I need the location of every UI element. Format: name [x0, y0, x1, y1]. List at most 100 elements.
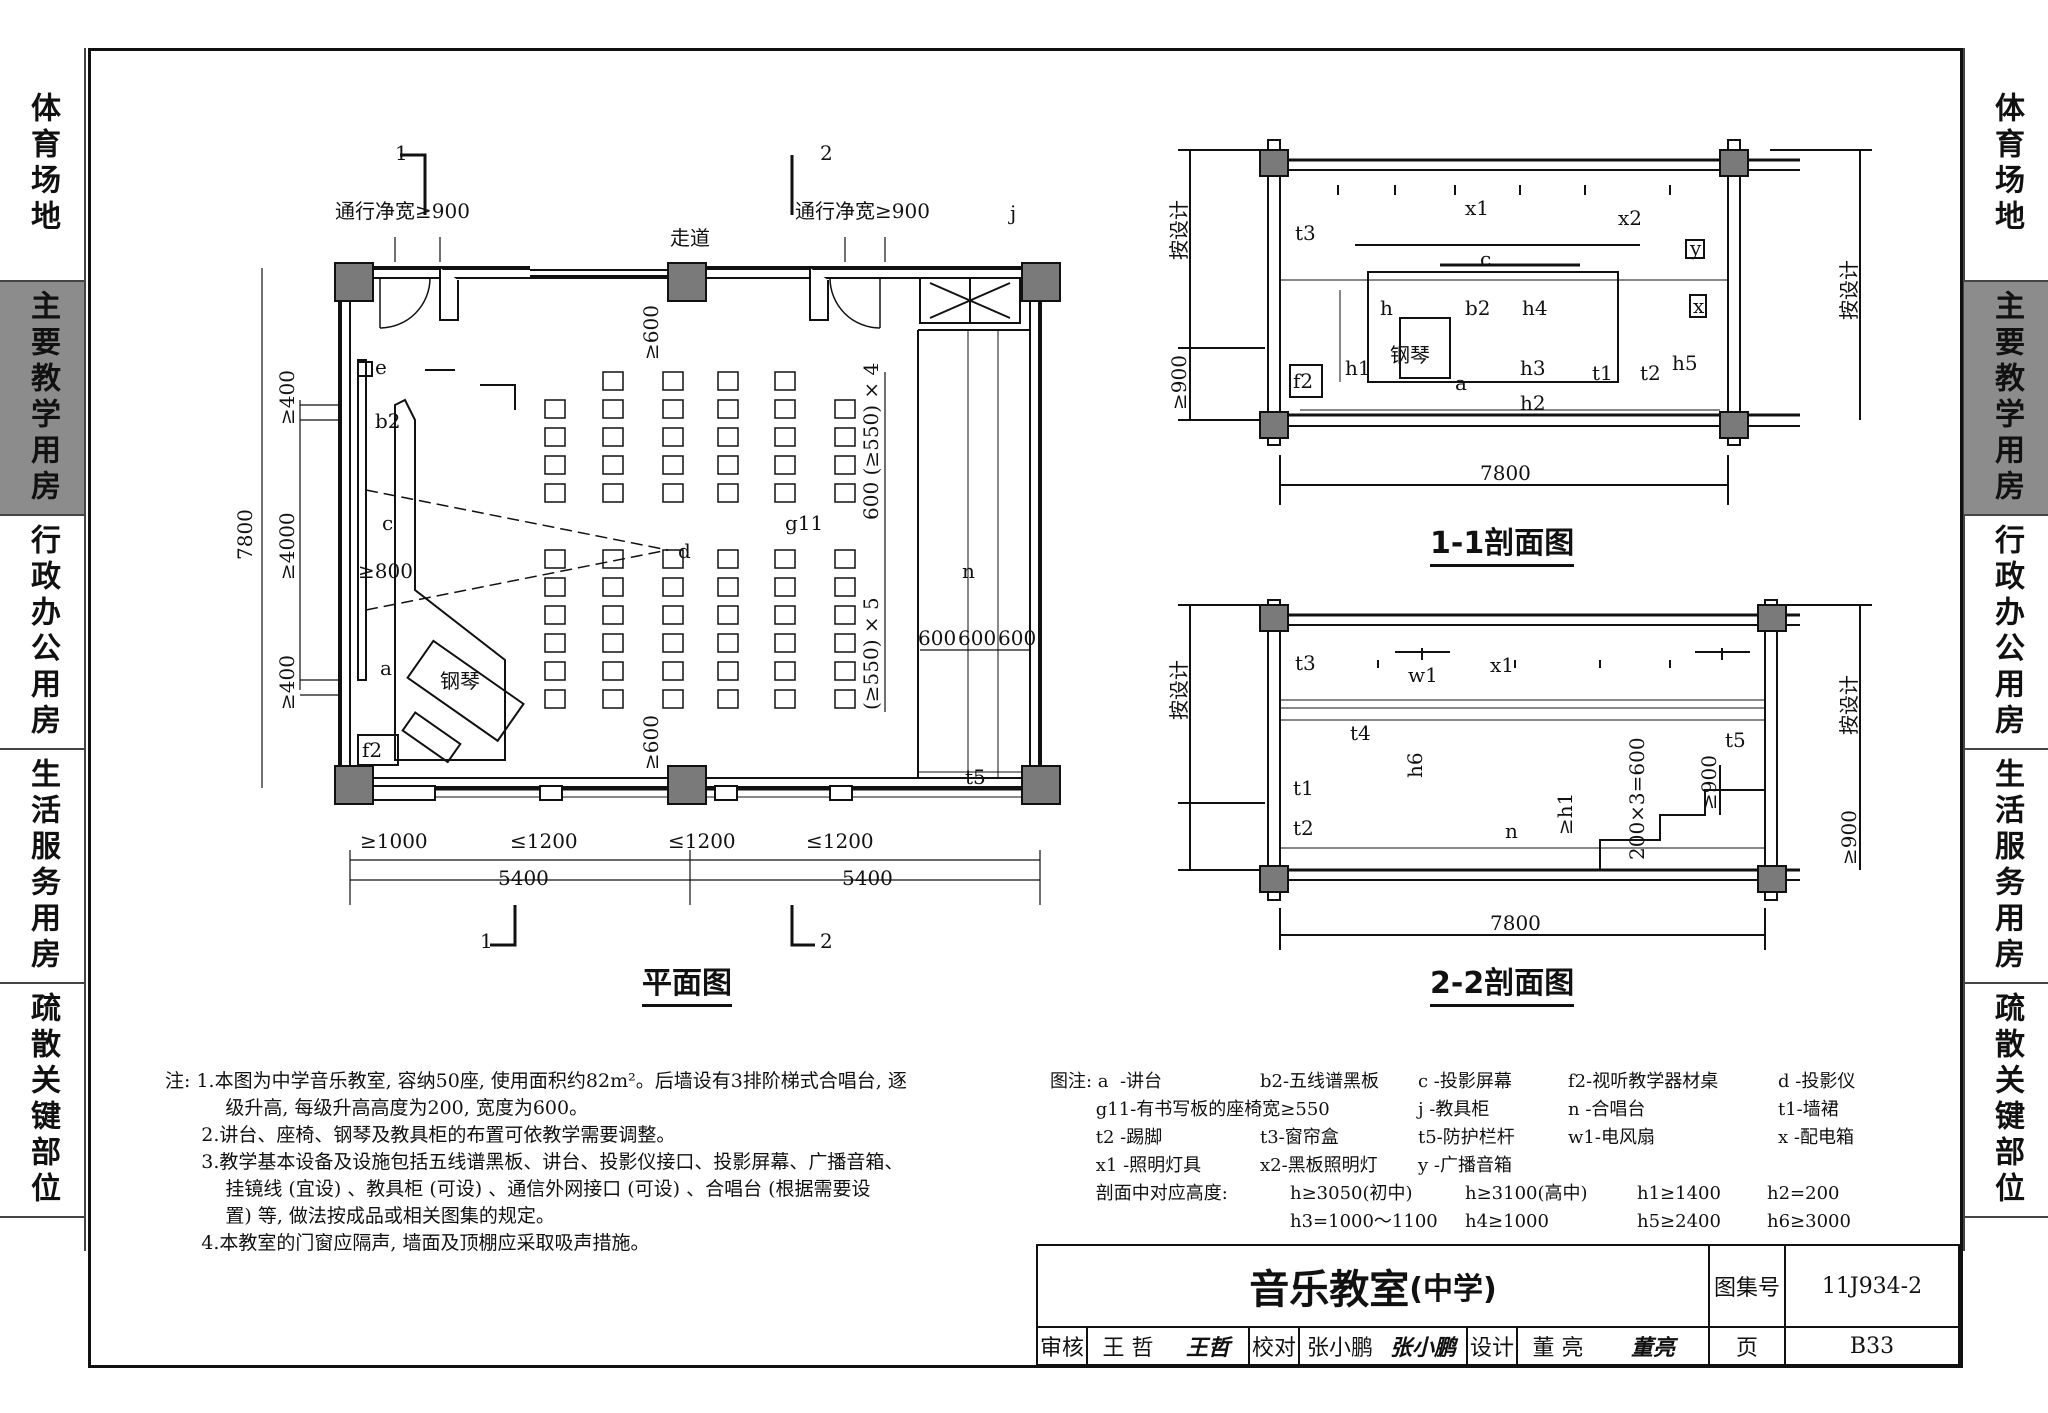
legend-item: t2 -踢脚 [1050, 1127, 1163, 1148]
legend-item: t1-墙裙 [1778, 1099, 1839, 1120]
legend-item: t3-窗帘盒 [1260, 1127, 1339, 1148]
dim-total: 7800 [233, 509, 257, 560]
legend-item: h6≥3000 [1767, 1211, 1851, 1232]
seat [774, 371, 796, 391]
piano-label: 钢琴 [440, 669, 480, 693]
seat [662, 605, 684, 625]
legend-item: t5-防护栏杆 [1418, 1127, 1515, 1148]
tab-label: 行政办公用房 [25, 524, 60, 740]
seat [717, 689, 739, 709]
section-mark: 1 [395, 141, 408, 165]
seat [544, 455, 566, 475]
seat [774, 605, 796, 625]
seat [834, 633, 856, 653]
seat [717, 399, 739, 419]
seat [544, 689, 566, 709]
seat [717, 455, 739, 475]
dim-bottom: ≤1200 [668, 829, 736, 853]
tab-label: 生活服务用房 [25, 758, 60, 974]
legend-item: x2-黑板照明灯 [1260, 1155, 1378, 1176]
legend-item: h4≥1000 [1465, 1211, 1549, 1232]
legend-item: c -投影屏幕 [1418, 1071, 1512, 1092]
tab-label: 行政办公用房 [1989, 524, 2024, 740]
drawing-frame [88, 48, 1963, 1368]
side-nav-right: 体育场地 主要教学用房 行政办公用房 生活服务用房 疏散关键部位 [1964, 48, 2048, 1218]
tab-service-rooms[interactable]: 生活服务用房 [1964, 750, 2048, 984]
dim-width: 7800 [1490, 911, 1541, 935]
designer-signature: 董亮 [1598, 1328, 1710, 1364]
tab-sports-field[interactable]: 体育场地 [0, 48, 84, 282]
title-main: 音乐教室 [1249, 1267, 1410, 1313]
seat [602, 605, 624, 625]
tab-label: 疏散关键部位 [1989, 992, 2024, 1208]
seat [662, 549, 684, 569]
dim-design: 按设计 [1837, 675, 1861, 735]
legend-item: 剖面中对应高度: [1050, 1183, 1228, 1204]
seat [602, 371, 624, 391]
legend-item: x -配电箱 [1778, 1127, 1854, 1148]
label-b2: b2 [375, 409, 401, 433]
label-t3: t3 [1295, 221, 1316, 245]
label-w1: w1 [1408, 663, 1438, 687]
tab-teaching-rooms[interactable]: 主要教学用房 [1964, 282, 2048, 516]
seat [717, 605, 739, 625]
tab-sports-field[interactable]: 体育场地 [1964, 48, 2048, 282]
tab-service-rooms[interactable]: 生活服务用房 [0, 750, 84, 984]
legend-item: f2-视听教学器材桌 [1568, 1071, 1719, 1092]
seat [602, 399, 624, 419]
label-h1: h1 [1345, 356, 1371, 380]
legend-item: n -合唱台 [1568, 1099, 1646, 1120]
side-nav-left: 体育场地 主要教学用房 行政办公用房 生活服务用房 疏散关键部位 [0, 48, 84, 1218]
review-label: 审核 [1038, 1328, 1088, 1364]
tab-evacuation[interactable]: 疏散关键部位 [0, 984, 84, 1218]
dim-half: 5400 [498, 866, 549, 890]
dim-chorus: 600 [918, 626, 956, 650]
tab-admin-rooms[interactable]: 行政办公用房 [0, 516, 84, 750]
section-1-1: t3 x1 x2 y c b2 h h4 x h3 h5 h1 h2 f2 钢琴… [1167, 139, 1872, 505]
seat [544, 549, 566, 569]
seat [602, 633, 624, 653]
seat [717, 483, 739, 503]
label-t1: t1 [1293, 776, 1314, 800]
label-t3: t3 [1295, 651, 1316, 675]
note-line: 4.本教室的门窗应隔声, 墙面及顶棚应采取吸声措施。 [165, 1232, 650, 1254]
seat [602, 483, 624, 503]
legend-item: 图注: a -讲台 [1050, 1071, 1163, 1092]
legend-item: w1-电风扇 [1568, 1127, 1655, 1148]
tab-teaching-rooms[interactable]: 主要教学用房 [0, 282, 84, 516]
seat [834, 661, 856, 681]
seat [774, 427, 796, 447]
section-mark: 1 [480, 929, 493, 953]
label-h2: h2 [1520, 391, 1546, 415]
legend-item [1050, 1208, 1290, 1236]
dim-front-aisle: ≥600 [639, 305, 663, 360]
seat [774, 577, 796, 597]
seat [717, 661, 739, 681]
seat [717, 427, 739, 447]
legend-row: t2 -踢脚 t3-窗帘盒 t5-防护栏杆 w1-电风扇 x -配电箱 [1050, 1124, 1930, 1152]
floor-plan: 通行净宽≥900 通行净宽≥900 走道 1 2 1 2 j e b2 c a … [233, 141, 1061, 953]
dim-half: 5400 [842, 866, 893, 890]
legend-row: h3=1000～1100 h4≥1000 h5≥2400 h6≥3000 [1050, 1208, 1930, 1236]
seat [834, 399, 856, 419]
checker-signature: 张小鹏 [1380, 1328, 1468, 1364]
design-label: 设计 [1468, 1328, 1518, 1364]
label-x2: x2 [1618, 206, 1642, 230]
label-g11: g11 [785, 511, 823, 535]
seat [602, 577, 624, 597]
seat [662, 483, 684, 503]
label-h1: ≥h1 [1553, 793, 1577, 835]
legend-item: b2-五线谱黑板 [1260, 1071, 1380, 1092]
section-mark: 2 [820, 141, 833, 165]
tab-admin-rooms[interactable]: 行政办公用房 [1964, 516, 2048, 750]
dim-bottom: ≤1200 [510, 829, 578, 853]
seat [544, 483, 566, 503]
tab-evacuation[interactable]: 疏散关键部位 [1964, 984, 2048, 1218]
seat [544, 399, 566, 419]
seat [602, 549, 624, 569]
seat [544, 427, 566, 447]
dim-width: 7800 [1480, 461, 1531, 485]
section22-caption: 2-2剖面图 [1430, 958, 1575, 1007]
label-t4: t4 [1350, 721, 1371, 745]
dim-bottom: ≤1200 [806, 829, 874, 853]
